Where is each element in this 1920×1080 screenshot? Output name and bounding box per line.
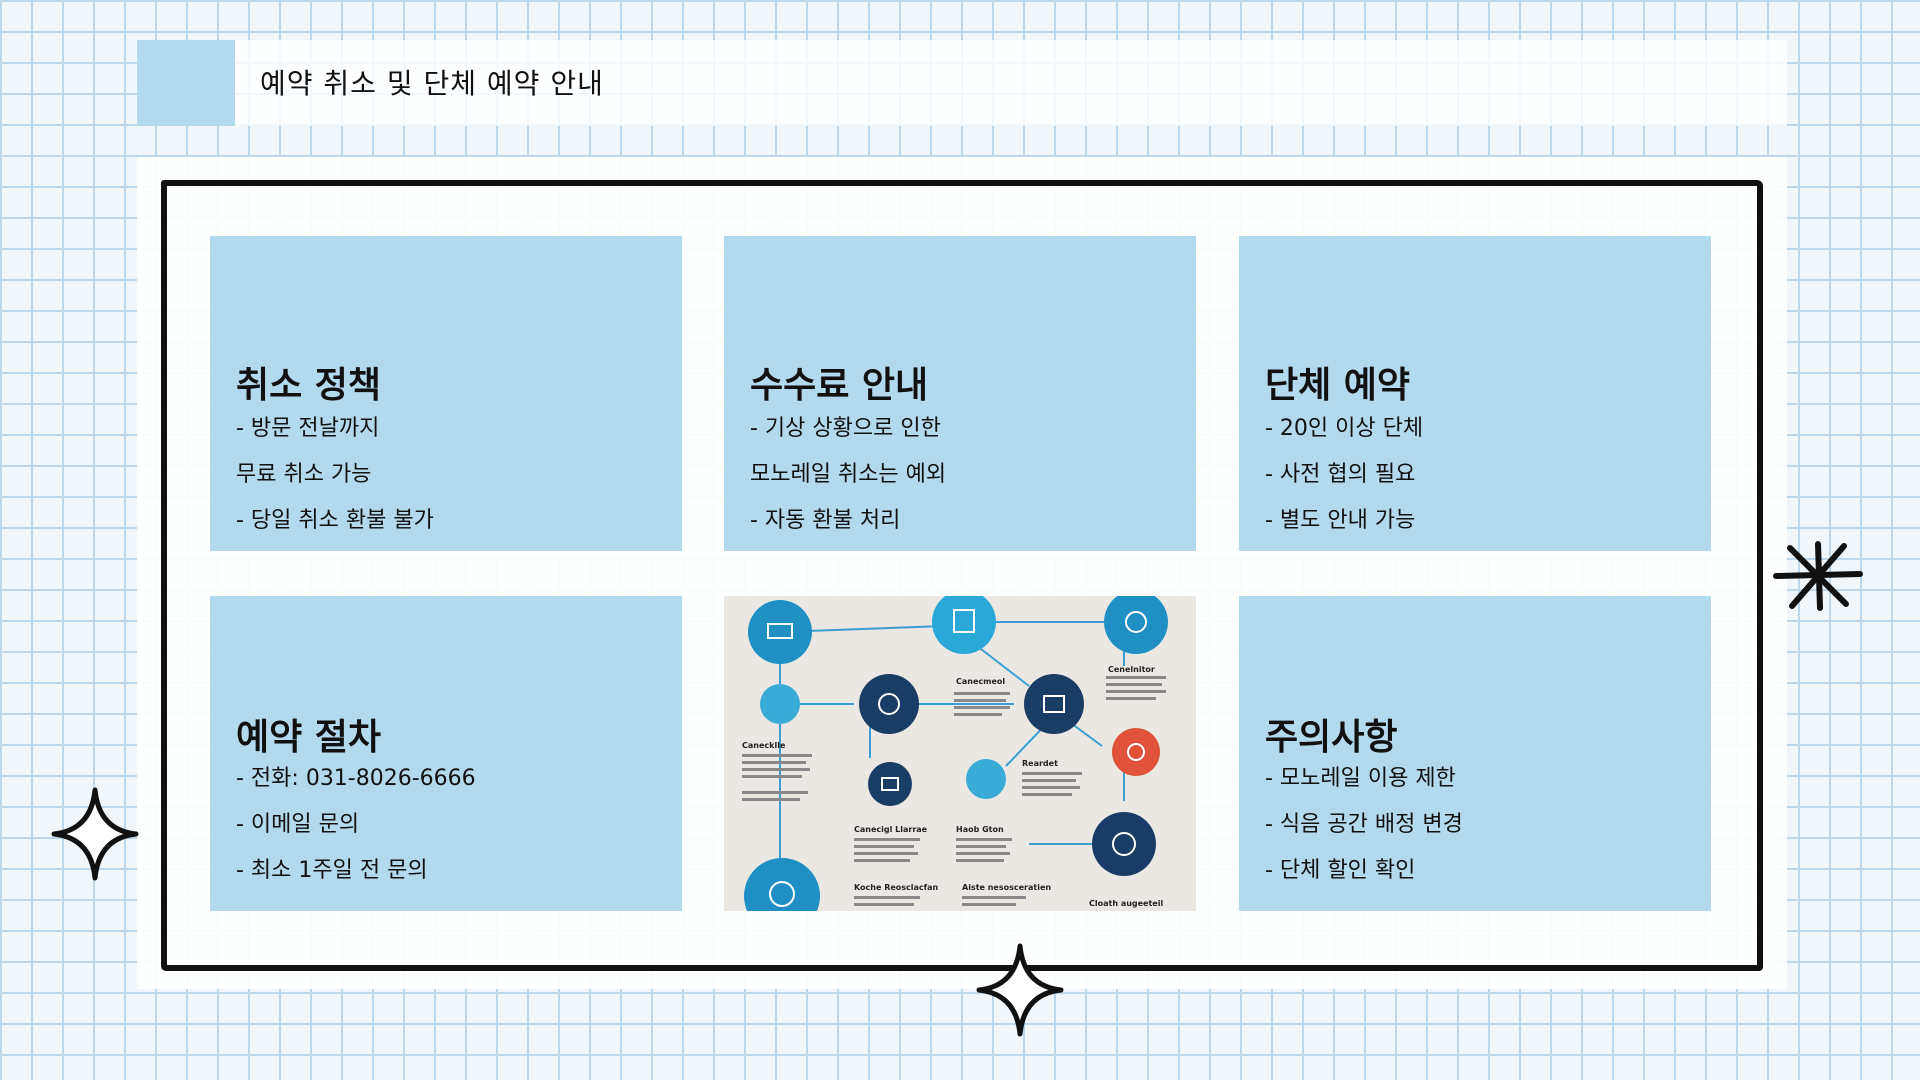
- diagram-label: Koche Reosclacfan: [854, 883, 939, 892]
- diagram-label: Cenelnitor: [1108, 665, 1155, 674]
- card-line: - 최소 1주일 전 문의: [236, 858, 428, 883]
- card-fee-info: 수수료 안내 - 기상 상황으로 인한 모노레일 취소는 예외 - 자동 환불 …: [724, 236, 1196, 551]
- diagram-node: [744, 858, 820, 911]
- sparkle-icon: [976, 943, 1064, 1037]
- diagram-node: [760, 684, 800, 724]
- diagram-node: [859, 674, 919, 734]
- flow-diagram-image: Canecmeol Cenelnitor Canecklle Reardet C…: [724, 596, 1196, 911]
- card-line: - 당일 취소 환불 불가: [236, 508, 434, 533]
- diagram-node: [1092, 812, 1156, 876]
- card-line: - 단체 할인 확인: [1265, 858, 1416, 883]
- header-accent-square: [137, 40, 235, 126]
- diagram-label: Aiste nesosceratien: [962, 883, 1051, 892]
- card-line: 무료 취소 가능: [236, 462, 372, 487]
- diagram-label: Cloath augeeteil: [1089, 899, 1163, 908]
- card-line: - 모노레일 이용 제한: [1265, 766, 1456, 791]
- card-line: - 자동 환불 처리: [750, 508, 901, 533]
- diagram-node: [868, 762, 912, 806]
- asterisk-doodle-icon: [1773, 541, 1863, 611]
- card-group-reservation: 단체 예약 - 20인 이상 단체 - 사전 협의 필요 - 별도 안내 가능: [1239, 236, 1711, 551]
- flow-diagram-svg: Canecmeol Cenelnitor Canecklle Reardet C…: [742, 596, 1168, 911]
- card-precautions: 주의사항 - 모노레일 이용 제한 - 식음 공간 배정 변경 - 단체 할인 …: [1239, 596, 1711, 911]
- diagram-label: Canecklle: [742, 741, 786, 750]
- diagram-node: [1104, 596, 1168, 654]
- card-line: - 20인 이상 단체: [1265, 416, 1424, 441]
- card-line: - 사전 협의 필요: [1265, 462, 1416, 487]
- card-line: 모노레일 취소는 예외: [750, 462, 947, 487]
- diagram-label: Haob Gton: [956, 825, 1004, 834]
- hand-drawn-frame: [161, 180, 1763, 971]
- card-title: 예약 절차: [236, 717, 382, 758]
- sparkle-icon: [51, 787, 139, 881]
- card-reservation-procedure: 예약 절차 - 전화: 031-8026-6666 - 이메일 문의 - 최소 …: [210, 596, 682, 911]
- diagram-text-blocks: [742, 676, 1166, 906]
- diagram-node: [748, 600, 812, 664]
- card-line: - 방문 전날까지: [236, 416, 380, 441]
- card-line: - 전화: 031-8026-6666: [236, 766, 476, 791]
- header-bar: [137, 40, 1787, 126]
- diagram-node: [1024, 674, 1084, 734]
- page-title: 예약 취소 및 단체 예약 안내: [260, 67, 604, 100]
- diagram-label: Canecigl Llarrae: [854, 825, 928, 834]
- diagram-node: [966, 759, 1006, 799]
- card-line: - 식음 공간 배정 변경: [1265, 812, 1463, 837]
- card-title: 수수료 안내: [750, 365, 929, 406]
- diagram-label: Reardet: [1022, 759, 1058, 768]
- diagram-node: [932, 596, 996, 654]
- card-line: - 기상 상황으로 인한: [750, 416, 941, 441]
- card-line: - 별도 안내 가능: [1265, 508, 1416, 533]
- card-cancel-policy: 취소 정책 - 방문 전날까지 무료 취소 가능 - 당일 취소 환불 불가: [210, 236, 682, 551]
- diagram-label: Canecmeol: [956, 677, 1005, 686]
- card-title: 단체 예약: [1265, 365, 1411, 406]
- diagram-node: [1112, 728, 1160, 776]
- card-line: - 이메일 문의: [236, 812, 360, 837]
- card-title: 취소 정책: [236, 365, 382, 406]
- card-title: 주의사항: [1265, 717, 1398, 758]
